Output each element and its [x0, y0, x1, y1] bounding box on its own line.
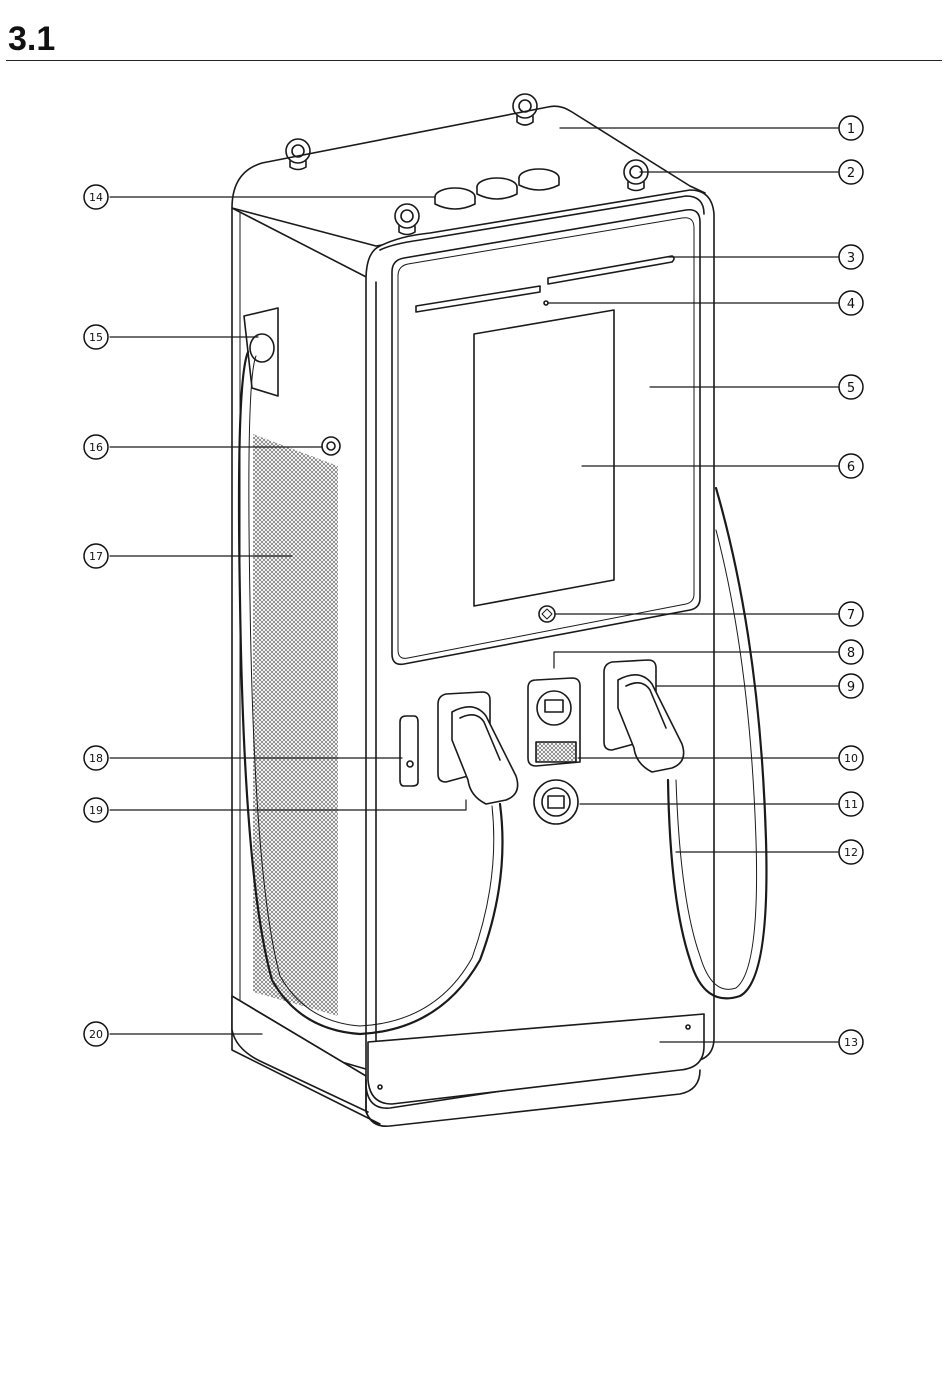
callout-13: 13	[839, 1030, 863, 1054]
callout-14: 14	[84, 185, 108, 209]
callout-5: 5	[839, 375, 863, 399]
callout-9: 9	[839, 674, 863, 698]
callout-6-label: 6	[847, 460, 855, 475]
callout-18: 18	[84, 746, 108, 770]
callout-6: 6	[839, 454, 863, 478]
callout-11-label: 11	[844, 798, 858, 811]
callout-12: 12	[839, 840, 863, 864]
callout-18-label: 18	[89, 752, 103, 765]
callout-13-label: 13	[844, 1036, 858, 1049]
callout-8-label: 8	[847, 646, 855, 661]
callout-2: 2	[839, 160, 863, 184]
callout-5-label: 5	[847, 381, 855, 396]
callout-20: 20	[84, 1022, 108, 1046]
callout-12-label: 12	[844, 846, 858, 859]
callout-8: 8	[839, 640, 863, 664]
callout-14-label: 14	[89, 191, 103, 204]
callout-15: 15	[84, 325, 108, 349]
callout-4-label: 4	[847, 297, 855, 312]
callout-10-label: 10	[844, 752, 858, 765]
callout-1-label: 1	[847, 122, 855, 137]
callout-4: 4	[839, 291, 863, 315]
callout-15-label: 15	[89, 331, 103, 344]
callout-7: 7	[839, 602, 863, 626]
callout-3: 3	[839, 245, 863, 269]
card-reader	[534, 780, 578, 824]
callout-20-label: 20	[89, 1028, 103, 1041]
callout-10: 10	[839, 746, 863, 770]
callout-19: 19	[84, 798, 108, 822]
callout-3-label: 3	[847, 251, 855, 266]
callout-17: 17	[84, 544, 108, 568]
callout-9-label: 9	[847, 680, 855, 695]
side-vent	[253, 434, 338, 1016]
callout-16: 16	[84, 435, 108, 459]
callout-11: 11	[839, 792, 863, 816]
callout-19-label: 19	[89, 804, 103, 817]
callout-16-label: 16	[89, 441, 103, 454]
callout-1: 1	[839, 116, 863, 140]
speaker-grille	[536, 742, 576, 762]
callout-7-label: 7	[847, 608, 855, 623]
screen	[474, 310, 614, 606]
door-handle	[400, 716, 418, 786]
callout-17-label: 17	[89, 550, 103, 563]
callout-2-label: 2	[847, 166, 855, 181]
